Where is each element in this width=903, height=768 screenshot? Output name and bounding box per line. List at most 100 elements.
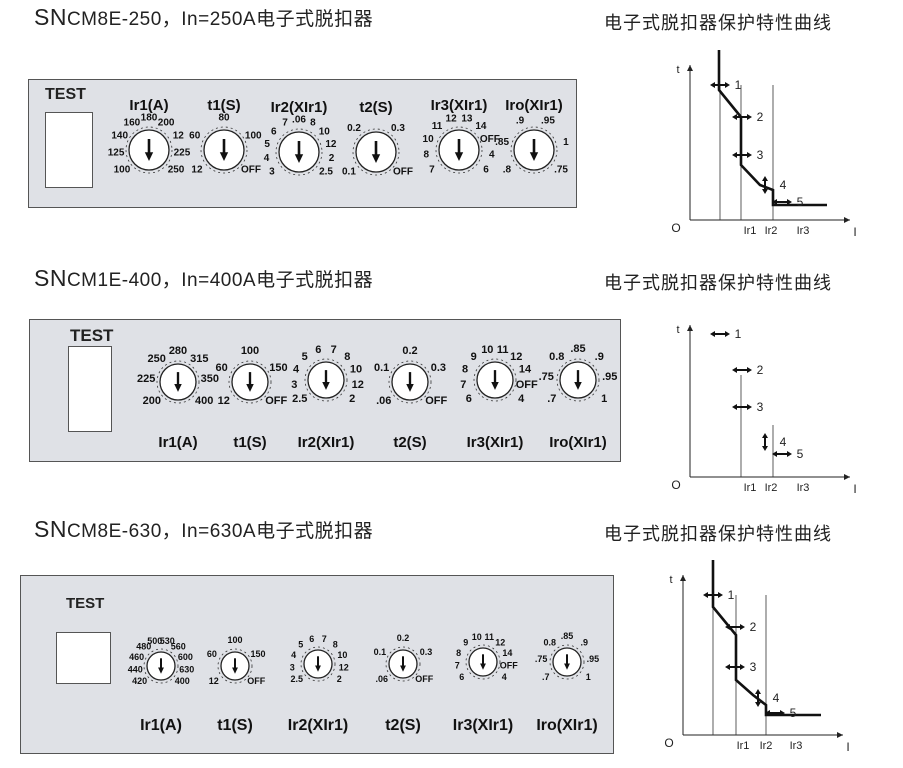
knob-tick-label: 8: [456, 648, 461, 658]
curve-stage-label: 4: [780, 178, 787, 192]
adjustment-arrow-icon: [772, 451, 792, 457]
knob-tick-label: 14: [519, 364, 532, 376]
section-2-test-button[interactable]: [68, 346, 112, 432]
knob-scale-arc: [217, 648, 253, 684]
down-arrow-icon: [480, 654, 486, 670]
knob-tick-label: 7: [331, 344, 337, 356]
axis-ir1-label: Ir1: [737, 740, 750, 752]
down-arrow-icon: [574, 370, 582, 390]
section-2-model: CM1E-400: [66, 270, 162, 291]
knob-scale-arc: [200, 126, 248, 174]
curve-stage-label: 1: [728, 588, 735, 602]
knob-tick-label: 150: [251, 649, 266, 659]
section-2-test-label: TEST: [70, 326, 114, 345]
knob-tick-label: 225: [174, 148, 191, 159]
down-arrow-icon: [174, 372, 182, 392]
section-2-suffix: ，In=400A电子式脱扣器: [161, 270, 374, 291]
knob-tick-label: 140: [111, 130, 128, 141]
axis-ir1-label: Ir1: [744, 482, 757, 494]
adjustment-arrow-icon: [732, 114, 752, 120]
knob-label: t1(S): [233, 434, 266, 451]
knob-tick-label: 12: [218, 395, 230, 407]
down-arrow-icon: [144, 139, 154, 161]
knob-scale-arc: [300, 646, 336, 682]
section-2-knobs: 200225250280315350400Ir1(A)1260100150OFF…: [137, 343, 618, 451]
knob-tick-label: 12: [352, 379, 364, 391]
knob-tick-label: 250: [168, 164, 185, 175]
knob-tick-label: 225: [137, 373, 155, 385]
knob-label: t1(S): [217, 717, 253, 734]
knob-tick-label: 4: [502, 672, 507, 682]
axis-origin-label: O: [671, 221, 680, 235]
knob-label: Ir1(A): [140, 717, 182, 734]
knob-tick-label: 10: [481, 344, 493, 356]
section-3-test-button[interactable]: [56, 632, 111, 684]
knob-scale-arc: [352, 128, 400, 176]
knob-tick-label: 10: [337, 650, 347, 660]
knob-tick-label: 350: [201, 373, 219, 385]
knob-tick-label: 8: [462, 364, 468, 376]
knob-tick-label: 13: [461, 113, 473, 124]
knob-tick-label: 315: [190, 353, 208, 365]
knob-tick-label: .95: [587, 654, 600, 664]
knob-tick-label: 7: [322, 634, 327, 644]
knob-tick-label: 12: [173, 130, 185, 141]
knob-tick-label: .75: [535, 654, 548, 664]
adjustment-arrow-icon: [710, 82, 730, 88]
adjustment-arrow-icon: [765, 710, 785, 716]
knob-label: Ir1(A): [158, 434, 197, 451]
curve-stage-label: 3: [757, 400, 764, 414]
knob-tick-label: .85: [570, 343, 585, 355]
knob-label: t2(S): [393, 434, 426, 451]
knob-tick-label: 0.3: [420, 647, 433, 657]
knob-tick-label: 3: [269, 166, 275, 177]
knob-label: Ir1(A): [129, 97, 168, 114]
section-1-test-button[interactable]: [45, 112, 93, 188]
curve-stage-label: 1: [735, 327, 742, 341]
section-3-suffix: ，In=630A电子式脱扣器: [161, 521, 374, 542]
curve-stage-label: 4: [773, 691, 780, 705]
adjustment-arrow-icon: [732, 367, 752, 373]
knob-tick-label: 125: [108, 148, 125, 159]
adjustment-arrow-icon: [755, 689, 761, 707]
knob-tick-label: 1: [563, 137, 569, 148]
knob-tick-label: 10: [472, 632, 482, 642]
knob-tick-label: .8: [503, 164, 512, 175]
down-arrow-icon: [232, 658, 238, 674]
knob-tick-label: 7: [282, 118, 288, 129]
knob-tick-label: 0.1: [342, 166, 356, 177]
knob-tick-label: 6: [309, 634, 314, 644]
knob-tick-label: 0.2: [397, 633, 410, 643]
knob-tick-label: 3: [291, 379, 297, 391]
axis-origin-label: O: [671, 478, 680, 492]
knob-label: Iro(XIr1): [505, 97, 563, 114]
knob-tick-label: 10: [319, 126, 331, 137]
down-arrow-icon: [315, 656, 321, 672]
knob-tick-label: 150: [269, 362, 287, 374]
knob-label: Iro(XIr1): [536, 717, 597, 734]
section-3-knobs: 420440460480500530560600630400Ir1(A)1260…: [128, 631, 599, 734]
knob-tick-label: 200: [158, 117, 175, 128]
